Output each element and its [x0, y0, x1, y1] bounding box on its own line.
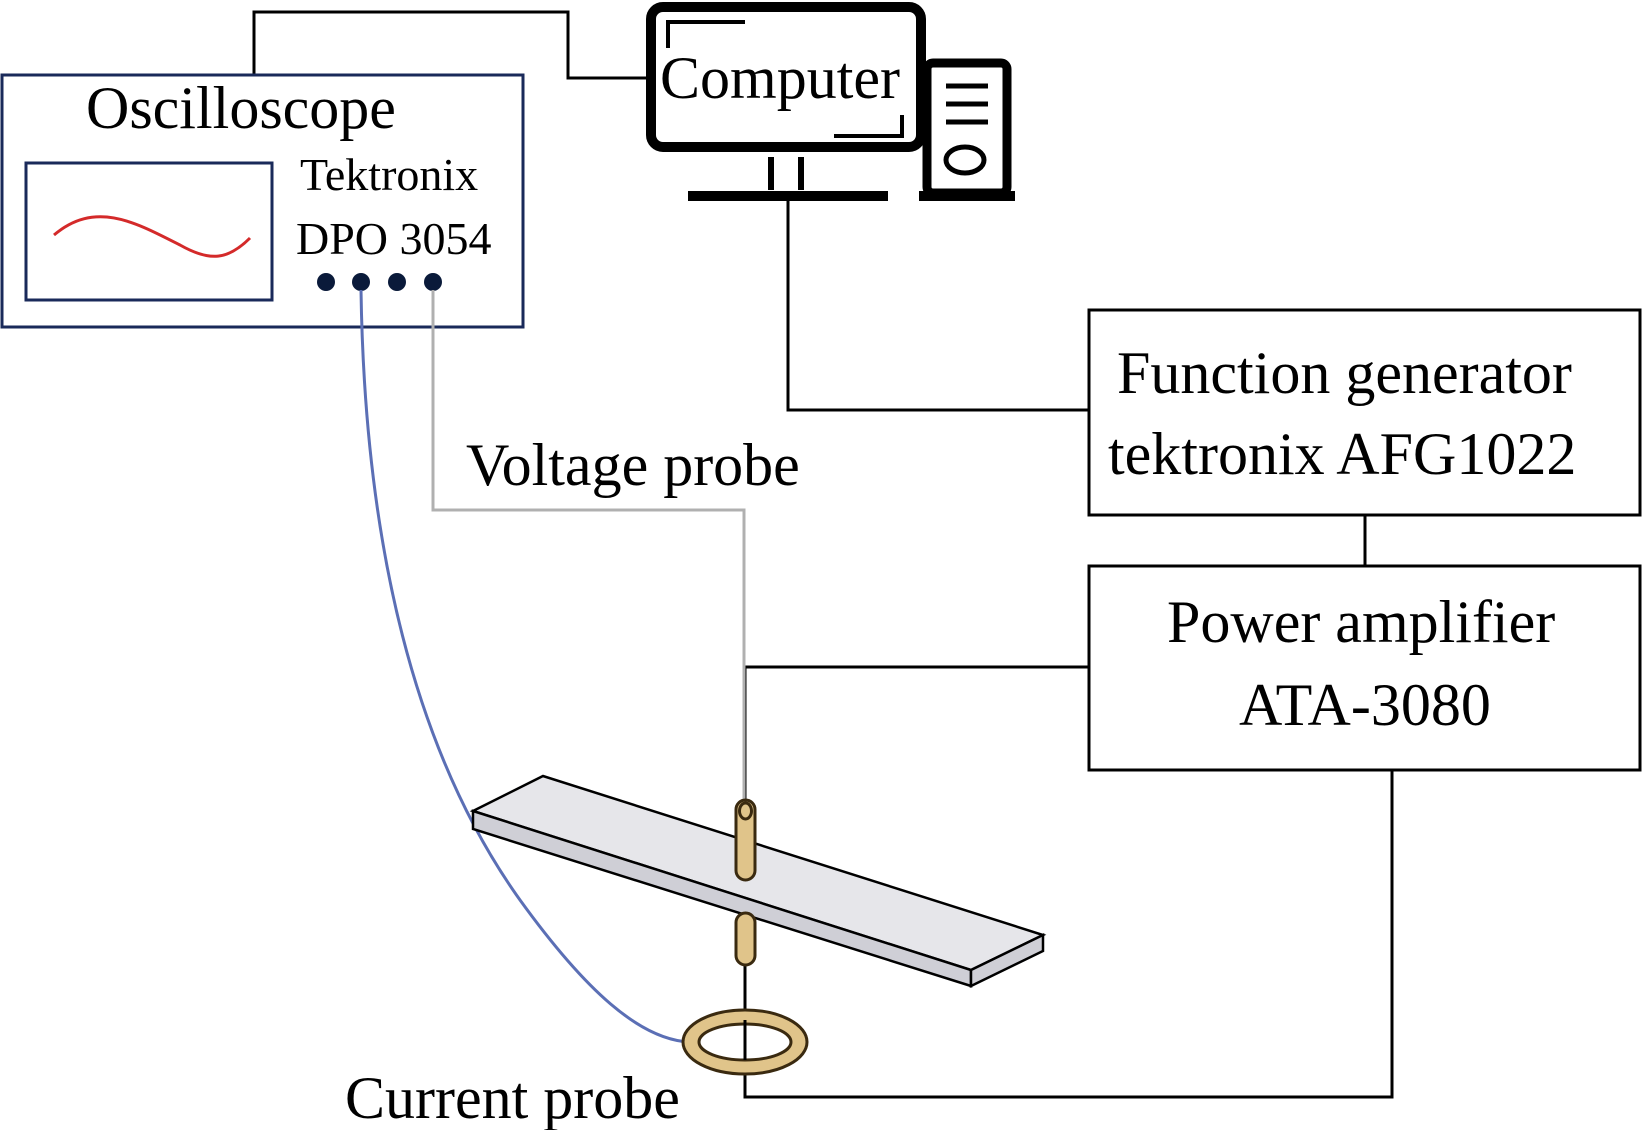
current-probe — [681, 1008, 809, 1076]
power-amplifier-box — [1087, 564, 1642, 772]
tower-foot — [919, 191, 1015, 201]
wire-computer-function-generator — [786, 200, 1089, 412]
computer-monitor — [646, 2, 926, 152]
wire-oscilloscope-computer — [252, 10, 660, 80]
oscilloscope-title: Oscilloscope — [86, 75, 396, 141]
channel-2-port — [352, 273, 370, 291]
computer: Computer — [646, 2, 1015, 201]
beam-top-face — [469, 774, 1047, 972]
waveform-trace — [53, 215, 252, 258]
oscilloscope: Oscilloscope Tektronix DPO 3054 — [0, 73, 525, 329]
wire-amplifier-to-beam — [743, 665, 1089, 800]
monitor-stand-right — [798, 157, 804, 190]
upper-electrode-top — [738, 801, 753, 821]
electrodes — [734, 798, 757, 967]
oscilloscope-model: DPO 3054 — [296, 213, 492, 264]
function-generator-box — [1087, 308, 1642, 517]
channel-4-port — [424, 273, 442, 291]
channel-3-port — [388, 273, 406, 291]
current-probe-cable — [359, 289, 691, 1044]
function-generator: Function generator tektronix AFG1022 — [1087, 308, 1642, 517]
computer-label: Computer — [660, 45, 900, 111]
lower-electrode — [734, 911, 757, 967]
monitor-glare-top — [666, 20, 745, 48]
channel-1-port — [317, 273, 335, 291]
monitor-base — [688, 191, 888, 201]
oscilloscope-brand: Tektronix — [300, 149, 478, 200]
voltage-probe-cable — [431, 290, 746, 800]
voltage-probe-label: Voltage probe — [466, 432, 800, 498]
oscilloscope-screen — [24, 161, 274, 302]
power-amplifier-line1: Power amplifier — [1167, 589, 1555, 655]
tower-drive-icon — [943, 144, 987, 176]
power-amplifier-line2: ATA-3080 — [1239, 672, 1491, 738]
beam-specimen — [469, 774, 1047, 988]
current-probe-label: Current probe — [345, 1065, 680, 1130]
monitor-glare-bottom — [834, 115, 904, 138]
power-amplifier: Power amplifier ATA-3080 — [1087, 564, 1642, 772]
function-generator-line1: Function generator — [1117, 340, 1572, 406]
upper-electrode — [734, 798, 757, 882]
beam-end-face — [969, 933, 1045, 988]
function-generator-line2: tektronix AFG1022 — [1108, 421, 1576, 487]
monitor-stand-left — [768, 157, 774, 190]
